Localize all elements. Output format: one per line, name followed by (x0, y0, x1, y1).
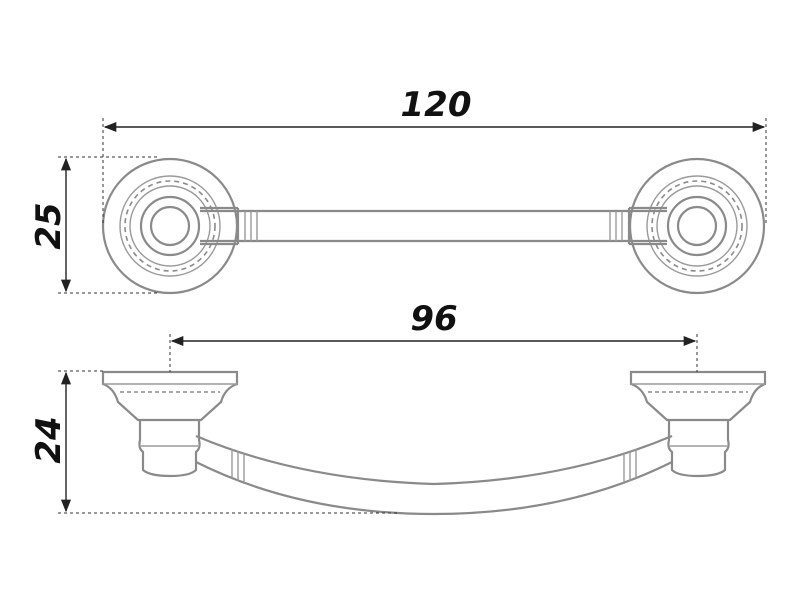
dimension-120: 120 (102, 85, 767, 226)
right-foot (629, 370, 767, 478)
overall-length-label: 120 (401, 85, 472, 125)
dimension-96: 96 (169, 299, 698, 372)
right-rosette (628, 157, 766, 295)
dimension-25: 25 (29, 156, 160, 294)
handle-bar-top (200, 206, 667, 246)
center-distance-label: 96 (410, 299, 457, 339)
dimension-24: 24 (29, 370, 400, 514)
handle-bar-side (195, 434, 673, 516)
left-foot (101, 370, 239, 478)
side-view (101, 370, 767, 516)
left-rosette (101, 157, 239, 295)
rose-diameter-label: 25 (29, 202, 69, 249)
projection-height-label: 24 (29, 416, 69, 463)
top-view (101, 157, 766, 295)
